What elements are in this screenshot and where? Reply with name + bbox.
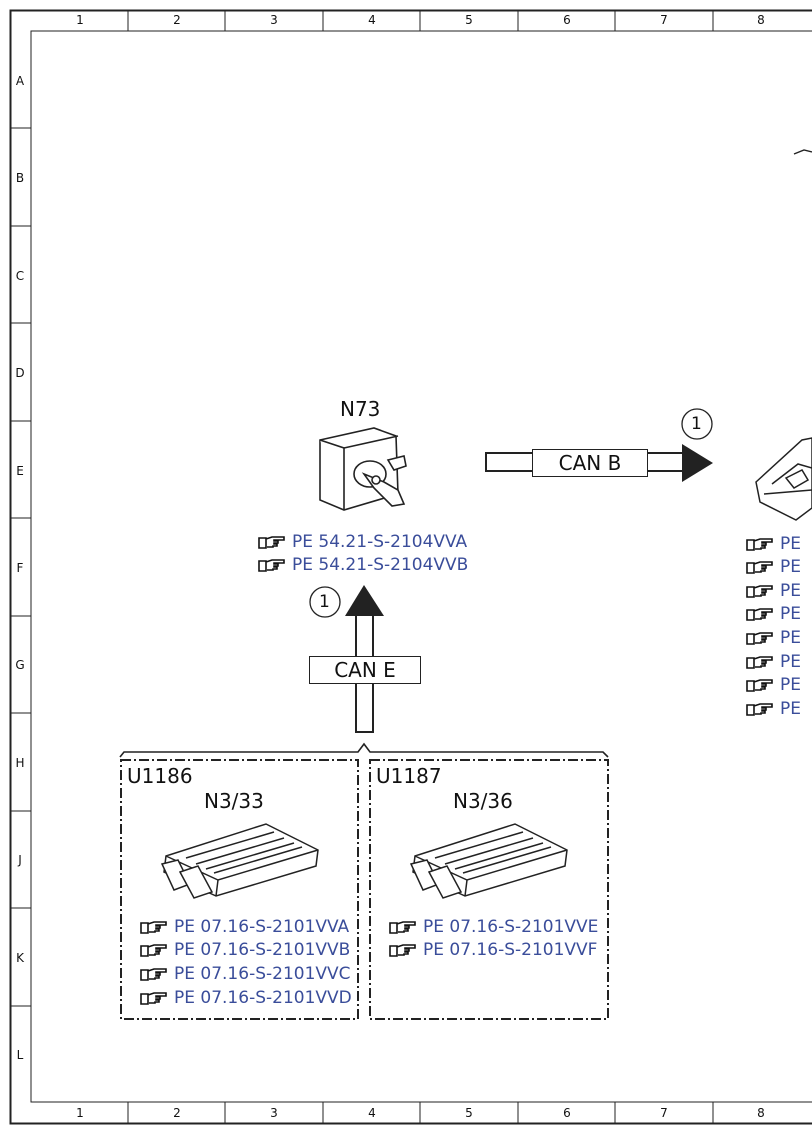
pointing-hand-icon xyxy=(258,559,285,572)
grid-row-label: D xyxy=(15,366,25,380)
grid-col-label: 5 xyxy=(465,13,473,27)
n73-ref-link[interactable]: PE 54.21-S-2104VVB xyxy=(258,555,468,575)
ref-text: PE xyxy=(780,604,801,624)
pointing-hand-icon xyxy=(389,944,416,957)
right-ref-link[interactable]: PE xyxy=(746,604,801,624)
can-b-label: CAN B xyxy=(532,449,648,477)
right-ref-link[interactable]: PE xyxy=(746,699,801,719)
grid-col-label: 7 xyxy=(660,13,668,27)
pointing-hand-icon xyxy=(140,992,167,1005)
pointing-hand-icon xyxy=(746,608,773,621)
u1187-label: U1187 xyxy=(376,764,442,788)
right-ref-link[interactable]: PE xyxy=(746,534,801,554)
ref-text: PE 07.16-S-2101VVF xyxy=(423,940,598,960)
ref-text: PE xyxy=(780,675,801,695)
ref-text: PE 54.21-S-2104VVA xyxy=(292,532,468,552)
grid-col-label: 2 xyxy=(173,13,181,27)
ignition-switch-icon xyxy=(319,427,407,511)
u1186-ref-link[interactable]: PE 07.16-S-2101VVD xyxy=(140,988,352,1008)
n73-label: N73 xyxy=(340,397,381,421)
pointing-hand-icon xyxy=(746,585,773,598)
grid-col-label: 3 xyxy=(270,1106,278,1120)
right-ref-link[interactable]: PE xyxy=(746,628,801,648)
grid-row-label: E xyxy=(16,464,24,478)
engine-control-unit-icon xyxy=(409,823,568,899)
pointing-hand-icon xyxy=(746,679,773,692)
can-e-arrowhead xyxy=(345,585,384,616)
grid-col-label: 6 xyxy=(563,13,571,27)
ref-text: PE xyxy=(780,699,801,719)
n73-ref-link[interactable]: PE 54.21-S-2104VVA xyxy=(258,532,467,552)
u1186-ref-link[interactable]: PE 07.16-S-2101VVA xyxy=(140,917,349,937)
can-b-marker: 1 xyxy=(691,414,702,434)
n3-36-label: N3/36 xyxy=(453,789,513,813)
grid-row-label: J xyxy=(18,853,22,867)
ref-text: PE 07.16-S-2101VVB xyxy=(174,940,351,960)
can-b-marker-circle xyxy=(681,408,713,440)
ref-text: PE 54.21-S-2104VVB xyxy=(292,555,469,575)
u1187-ref-link[interactable]: PE 07.16-S-2101VVF xyxy=(389,940,597,960)
ref-text: PE 07.16-S-2101VVC xyxy=(174,964,351,984)
grid-col-label: 8 xyxy=(757,1106,765,1120)
ref-text: PE 07.16-S-2101VVA xyxy=(174,917,350,937)
grid-row-label: G xyxy=(15,658,25,672)
pointing-hand-icon xyxy=(140,944,167,957)
grid-row-label: F xyxy=(16,561,24,575)
u1187-boundary xyxy=(369,759,609,1020)
engine-control-unit-icon xyxy=(160,823,319,899)
grid-col-label: 1 xyxy=(76,1106,84,1120)
ref-text: PE xyxy=(780,534,801,554)
u1186-ref-link[interactable]: PE 07.16-S-2101VVC xyxy=(140,964,351,984)
u1186-label: U1186 xyxy=(127,764,193,788)
ref-text: PE xyxy=(780,581,801,601)
grid-row-label: B xyxy=(15,171,25,185)
grid-col-label: 6 xyxy=(563,1106,571,1120)
u1187-ref-link[interactable]: PE 07.16-S-2101VVE xyxy=(389,917,598,937)
grid-row-label: C xyxy=(15,269,25,283)
pointing-hand-icon xyxy=(746,632,773,645)
partial-component-icon xyxy=(793,149,812,155)
right-ref-link[interactable]: PE xyxy=(746,652,801,672)
ref-text: PE xyxy=(780,557,801,577)
grid-row-label: K xyxy=(16,951,24,965)
right-ref-link[interactable]: PE xyxy=(746,557,801,577)
pointing-hand-icon xyxy=(140,968,167,981)
grid-row-label: L xyxy=(16,1048,24,1062)
grid-row-label: A xyxy=(15,74,25,88)
pointing-hand-icon xyxy=(140,921,167,934)
ref-text: PE 07.16-S-2101VVE xyxy=(423,917,599,937)
pointing-hand-icon xyxy=(258,536,285,549)
can-e-label: CAN E xyxy=(309,656,421,684)
grid-col-label: 3 xyxy=(270,13,278,27)
can-b-arrowhead xyxy=(682,444,713,482)
partial-control-unit-icon xyxy=(755,437,812,521)
pointing-hand-icon xyxy=(389,921,416,934)
right-ref-link[interactable]: PE xyxy=(746,581,801,601)
pointing-hand-icon xyxy=(746,561,773,574)
u1186-ref-link[interactable]: PE 07.16-S-2101VVB xyxy=(140,940,350,960)
right-ref-link[interactable]: PE xyxy=(746,675,801,695)
can-e-marker-circle xyxy=(309,586,341,618)
n3-33-label: N3/33 xyxy=(204,789,264,813)
grid-col-label: 1 xyxy=(76,13,84,27)
pointing-hand-icon xyxy=(746,538,773,551)
grid-col-label: 4 xyxy=(368,13,376,27)
ref-text: PE 07.16-S-2101VVD xyxy=(174,988,352,1008)
u1186-boundary xyxy=(120,759,359,1020)
grid-col-label: 7 xyxy=(660,1106,668,1120)
group-bracket xyxy=(119,742,609,758)
ref-text: PE xyxy=(780,652,801,672)
pointing-hand-icon xyxy=(746,703,773,716)
ref-text: PE xyxy=(780,628,801,648)
pointing-hand-icon xyxy=(746,656,773,669)
grid-col-label: 8 xyxy=(757,13,765,27)
grid-col-label: 2 xyxy=(173,1106,181,1120)
can-e-marker: 1 xyxy=(319,592,330,612)
grid-row-label: H xyxy=(15,756,25,770)
grid-col-label: 4 xyxy=(368,1106,376,1120)
grid-col-label: 5 xyxy=(465,1106,473,1120)
